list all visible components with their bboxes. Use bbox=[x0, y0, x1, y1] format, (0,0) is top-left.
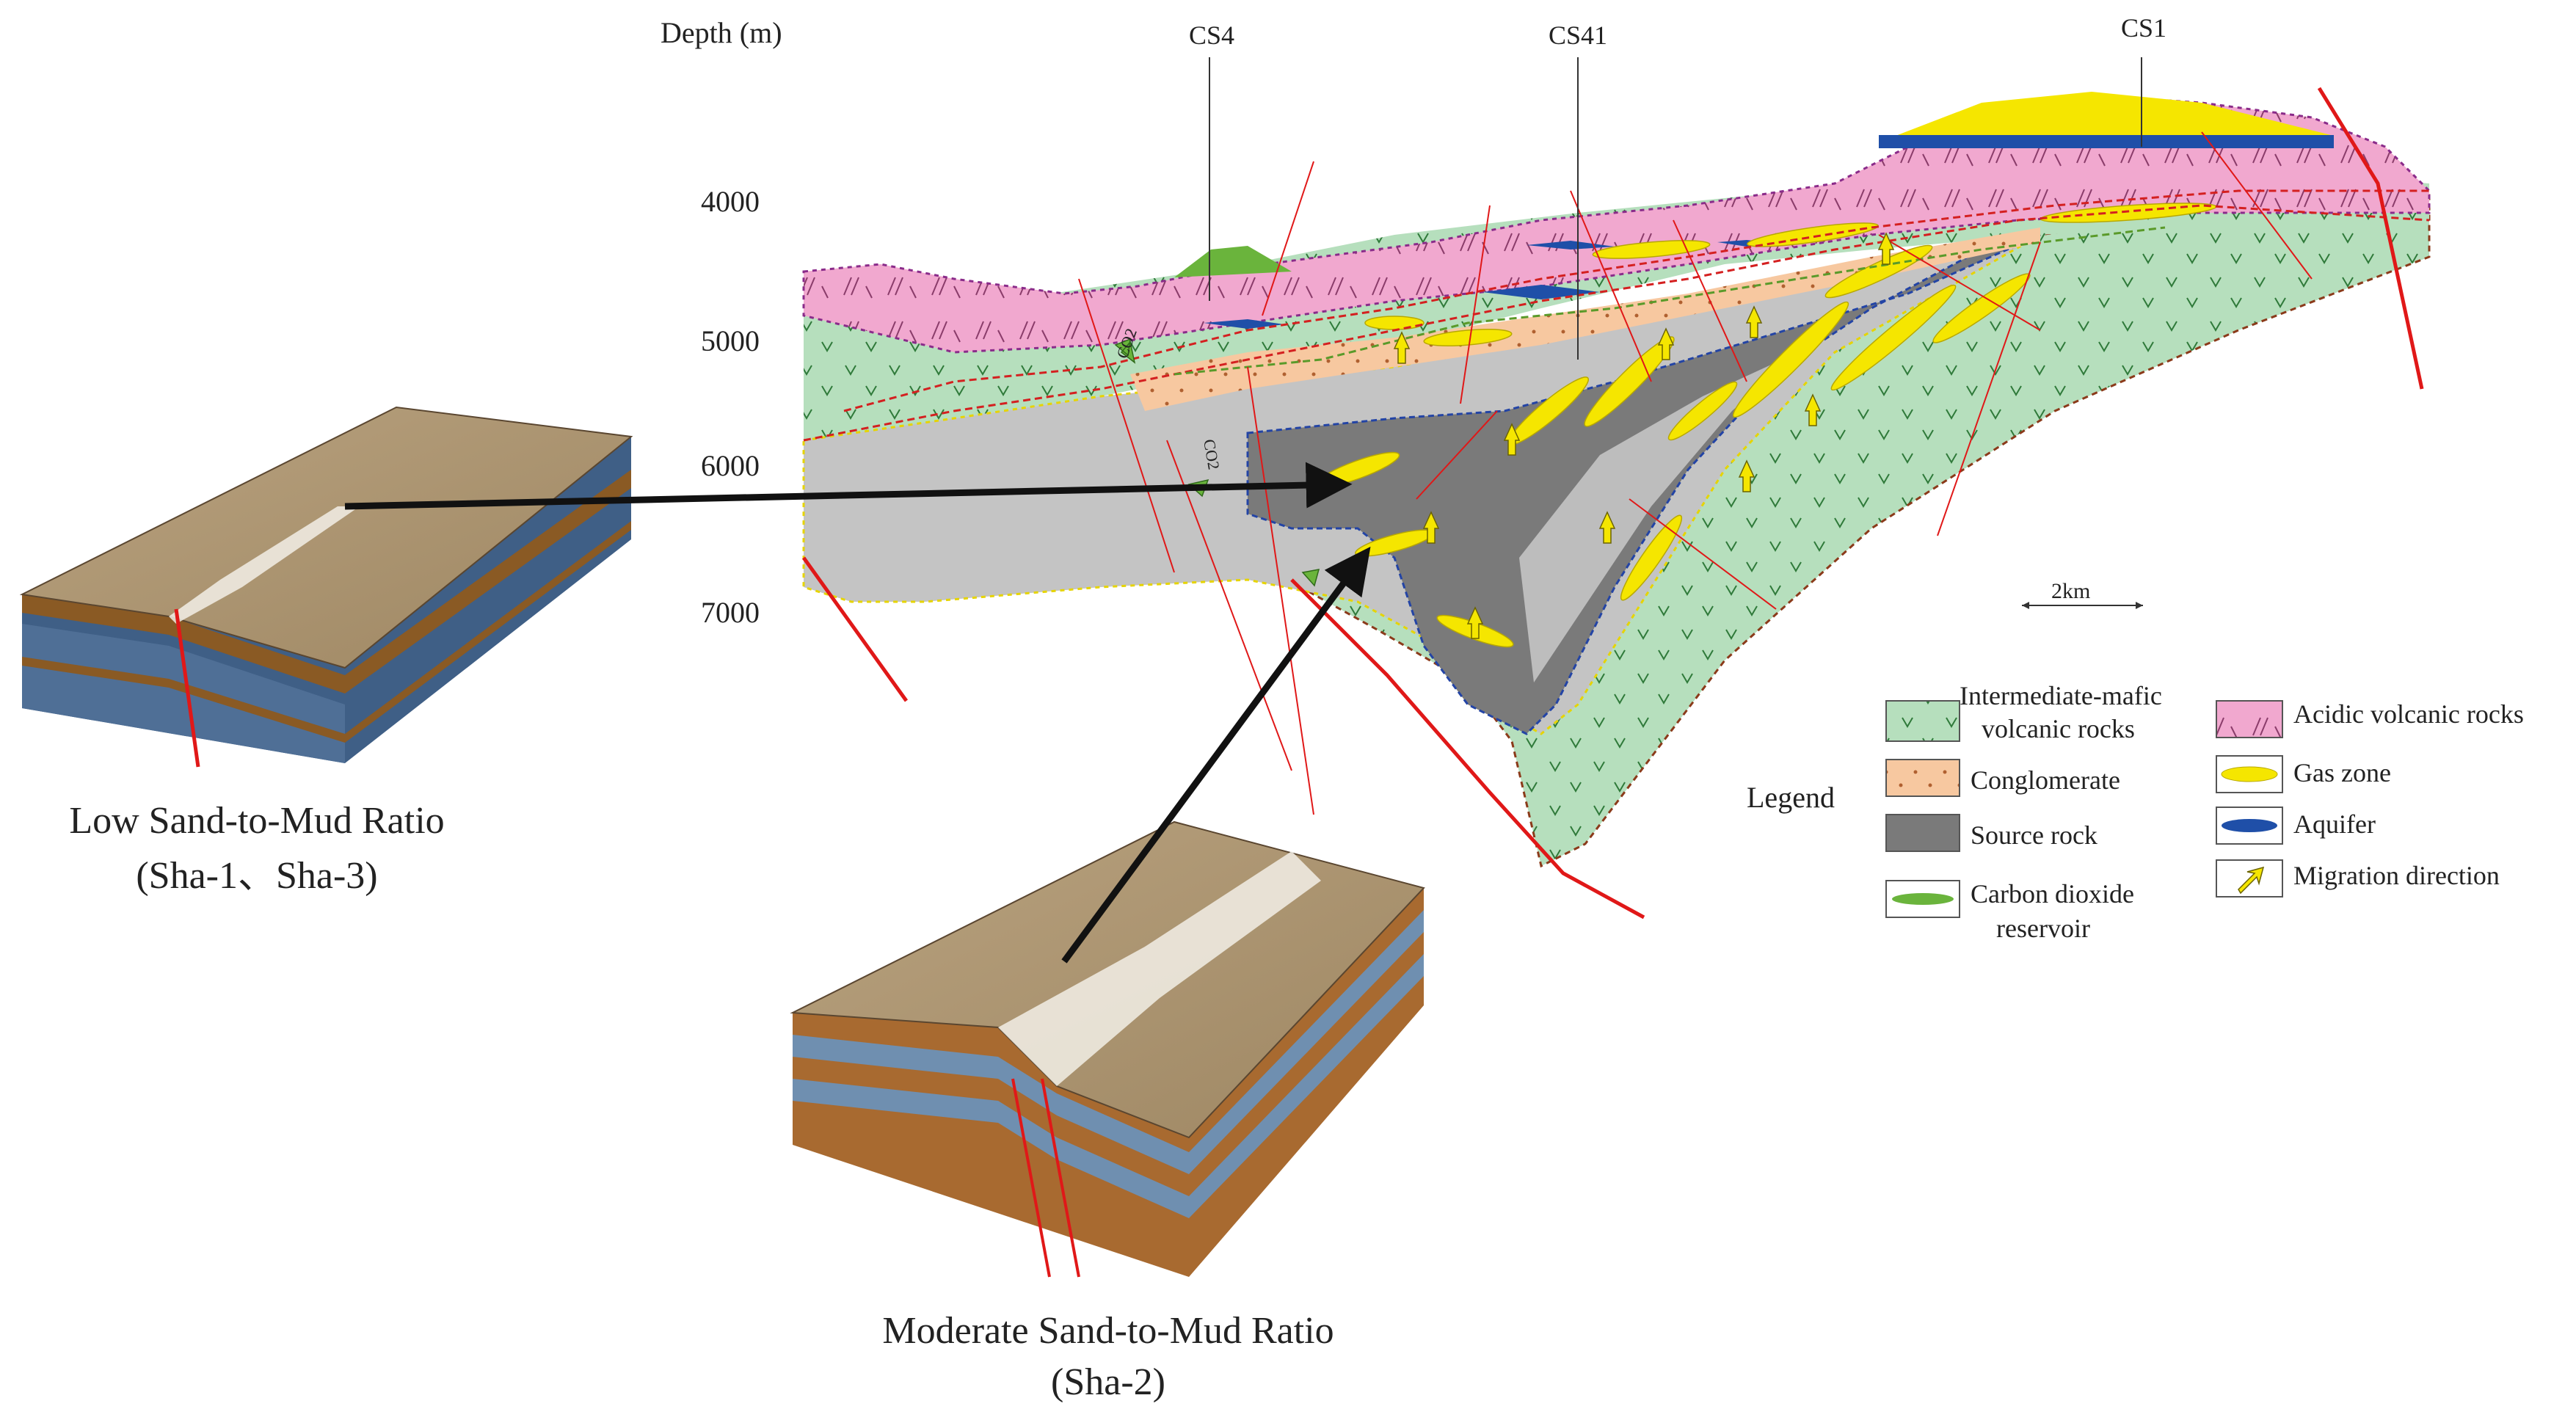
scale-bar: 2km bbox=[2022, 579, 2143, 609]
legend-label-conglomerate: Conglomerate bbox=[1971, 765, 2120, 795]
low-ratio-title: Low Sand-to-Mud Ratio bbox=[69, 800, 444, 842]
moderate-to-section-arrow bbox=[1061, 546, 1371, 964]
well-cs1: CS1 bbox=[2121, 13, 2166, 43]
aquifer-lens bbox=[2222, 819, 2277, 832]
well-cs41: CS41 bbox=[1549, 21, 1607, 50]
faults bbox=[801, 87, 2424, 920]
cross-section: CO2 CO2 bbox=[801, 87, 2431, 920]
depth-axis: Depth (m) 4000 5000 6000 7000 bbox=[661, 16, 782, 629]
cs1-gas-cap bbox=[1886, 92, 2334, 139]
migration-arrow-icon bbox=[2238, 866, 2265, 895]
wells: CS4 CS41 CS1 bbox=[1189, 13, 2166, 360]
legend: Legend Intermediate-mafic volcanic rocks… bbox=[1747, 681, 2524, 943]
low-ratio-block: Low Sand-to-Mud Ratio (Sha-1、Sha-3) bbox=[19, 406, 633, 897]
horizon-lines bbox=[803, 189, 2430, 442]
legend-label-aquifer: Aquifer bbox=[2293, 809, 2376, 839]
gas-zone-lens bbox=[2221, 766, 2278, 782]
legend-label-acidic: Acidic volcanic rocks bbox=[2293, 699, 2524, 729]
legend-label-co2-2: reservoir bbox=[1996, 914, 2090, 943]
legend-label-gas-zone: Gas zone bbox=[2293, 758, 2391, 787]
gas-zone-lenses bbox=[1315, 203, 2217, 648]
legend-label-migration: Migration direction bbox=[2293, 861, 2500, 890]
well-cs4: CS4 bbox=[1189, 21, 1234, 50]
conglomerate-layer bbox=[1130, 227, 2040, 411]
low-to-section-arrow bbox=[344, 462, 1353, 510]
legend-title: Legend bbox=[1747, 781, 1835, 814]
cs1-aquifer bbox=[1879, 135, 2334, 148]
cs4-co2-reservoir bbox=[1174, 246, 1292, 277]
migration-arrows bbox=[1393, 232, 1895, 639]
scale-bar-label: 2km bbox=[2051, 579, 2090, 603]
depth-tick-5000: 5000 bbox=[701, 324, 760, 357]
aquifer-small-2 bbox=[1527, 241, 1615, 250]
intermediate-mafic-volcanic-swatch bbox=[1885, 700, 1960, 742]
source-rock-inner-gray bbox=[1519, 352, 1798, 682]
acidic-volcanic-swatch bbox=[2216, 700, 2283, 738]
low-block-top bbox=[19, 406, 633, 669]
depth-tick-7000: 7000 bbox=[701, 596, 760, 629]
legend-label-intermediate-1: Intermediate-mafic bbox=[1960, 681, 2162, 710]
moderate-ratio-block: Moderate Sand-to-Mud Ratio (Sha-2) bbox=[790, 820, 1425, 1403]
conglomerate-swatch bbox=[1885, 759, 1960, 797]
aquifer-small-1 bbox=[1204, 319, 1284, 329]
legend-label-source-rock: Source rock bbox=[1971, 820, 2097, 850]
moderate-ratio-subtitle: (Sha-2) bbox=[1051, 1361, 1165, 1403]
moderate-ratio-title: Moderate Sand-to-Mud Ratio bbox=[882, 1310, 1334, 1352]
legend-label-intermediate-2: volcanic rocks bbox=[1982, 714, 2135, 743]
depth-tick-6000: 6000 bbox=[701, 449, 760, 482]
legend-label-co2-1: Carbon dioxide bbox=[1971, 879, 2134, 909]
depth-tick-4000: 4000 bbox=[701, 185, 760, 218]
source-rock-swatch bbox=[1885, 814, 1960, 852]
depth-axis-title: Depth (m) bbox=[661, 16, 782, 49]
co2-reservoir-lens bbox=[1892, 893, 1954, 905]
low-ratio-subtitle: (Sha-1、Sha-3) bbox=[136, 855, 377, 897]
